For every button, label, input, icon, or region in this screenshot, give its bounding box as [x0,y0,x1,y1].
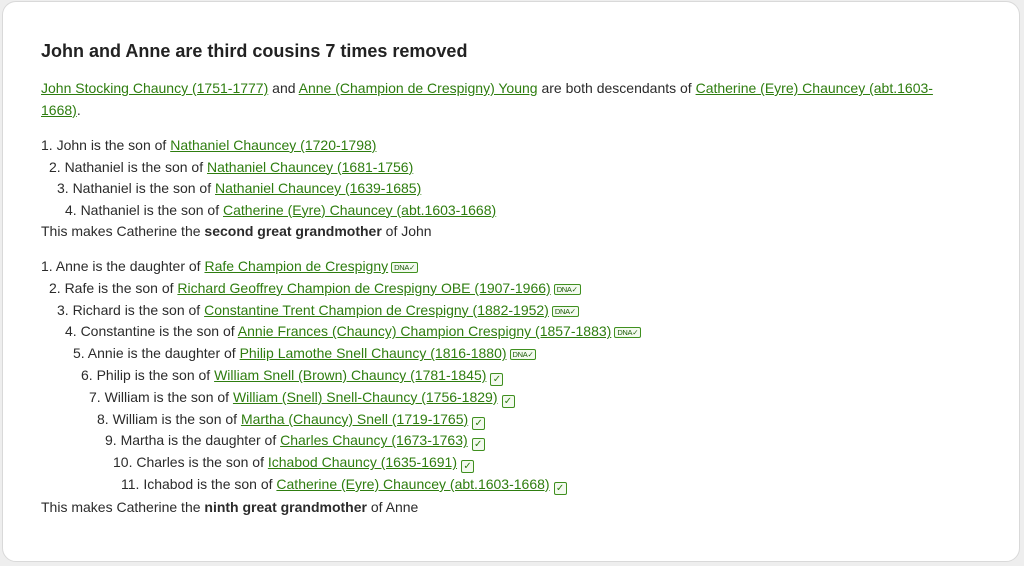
john-summary: This makes Catherine the second great gr… [41,223,432,239]
step-text: 10. Charles is the son of [113,454,268,471]
confirmed-check-icon[interactable]: ✓ [472,416,486,430]
person1-link[interactable]: John Stocking Chauncy (1751-1777) [41,80,269,96]
ancestor-link[interactable]: Nathaniel Chauncey (1639-1685) [215,180,422,196]
summary-relation: second great grandmother [204,223,382,239]
confirmed-check-icon[interactable]: ✓ [490,373,504,386]
person2-link[interactable]: Anne (Champion de Crespigny) Young [298,80,538,96]
path-step: 2. Nathaniel is the son of Nathaniel Cha… [49,158,413,176]
intro-paragraph: John Stocking Chauncy (1751-1777) and An… [41,78,961,121]
path-step: 4. Nathaniel is the son of Catherine (Ey… [65,201,496,219]
path-step: 8. William is the son of Martha (Chauncy… [97,410,486,430]
summary-text: of Anne [366,499,419,515]
path-step: 11. Ichabod is the son of Catherine (Eyr… [121,475,567,495]
ancestor-link[interactable]: Ichabod Chauncy (1635-1691) [267,454,458,471]
step-text: 11. Ichabod is the son of [121,476,277,492]
intro-text: and [268,80,299,96]
step-text: 3. Richard is the son of [57,301,205,318]
dna-confirmed-badge[interactable]: DNA✓ [614,327,642,339]
step-text: 4. Nathaniel is the son of [65,201,223,218]
ancestor-link[interactable]: Constantine Trent Champion de Crespigny … [204,301,549,318]
ancestor-link[interactable]: Catherine (Eyre) Chauncey (abt.1603-1668… [41,80,933,118]
summary-text: This makes Catherine the [41,223,205,239]
step-text: 8. William is the son of [97,410,241,427]
intro-text: are both descendants of [537,80,696,96]
step-text: 1. John is the son of [41,137,171,153]
ancestor-link[interactable]: Catherine (Eyre) Chauncey (abt.1603-1668… [276,476,550,492]
step-text: 9. Martha is the daughter of [105,432,281,449]
intro-text: . [76,101,81,118]
confirmed-check-icon[interactable]: ✓ [501,394,515,408]
step-text: 3. Nathaniel is the son of [57,180,215,196]
ancestor-link[interactable]: William (Snell) Snell-Chauncy (1756-1829… [232,388,498,405]
dna-confirmed-badge[interactable]: DNA✓ [551,305,579,317]
ancestor-link[interactable]: Nathaniel Chauncey (1720-1798) [170,137,377,153]
dna-confirmed-badge[interactable]: DNA✓ [509,349,537,361]
step-text: 5. Annie is the daughter of [73,345,240,362]
step-text: 7. William is the son of [89,388,233,405]
path-step: 1. John is the son of Nathaniel Chauncey… [41,136,376,154]
summary-text: of John [381,223,432,239]
summary-text: This makes Catherine the [41,499,205,515]
page-title: John and Anne are third cousins 7 times … [41,41,468,61]
confirmed-check-icon[interactable]: ✓ [471,438,485,452]
ancestor-link[interactable]: Richard Geoffrey Champion de Crespigny O… [177,279,551,296]
ancestor-link[interactable]: Charles Chauncy (1673-1763) [280,432,468,449]
summary-relation: ninth great grandmother [204,499,367,515]
ancestor-link[interactable]: Rafe Champion de Crespigny [204,258,389,274]
anne-summary: This makes Catherine the ninth great gra… [41,499,418,515]
path-step: 9. Martha is the daughter of Charles Cha… [105,431,485,452]
step-text: 2. Nathaniel is the son of [49,158,207,175]
step-text: 6. Philip is the son of [81,367,215,383]
path-step: 3. Richard is the son of Constantine Tre… [57,301,579,319]
path-step: 4. Constantine is the son of Annie Franc… [65,322,642,340]
path-step: 5. Annie is the daughter of Philip Lamot… [73,344,537,362]
step-text: 1. Anne is the daughter of [41,258,205,274]
dna-confirmed-badge[interactable]: DNA✓ [391,262,419,273]
path-step: 7. William is the son of William (Snell)… [89,388,515,408]
confirmed-check-icon[interactable]: ✓ [553,482,567,495]
path-step: 6. Philip is the son of William Snell (B… [81,366,504,386]
ancestor-link[interactable]: William Snell (Brown) Chauncy (1781-1845… [214,367,487,383]
ancestor-link[interactable]: Catherine (Eyre) Chauncey (abt.1603-1668… [223,201,497,218]
path-step: 3. Nathaniel is the son of Nathaniel Cha… [57,179,421,197]
ancestor-link[interactable]: Nathaniel Chauncey (1681-1756) [207,158,414,175]
ancestor-link[interactable]: Martha (Chauncy) Snell (1719-1765) [240,410,469,427]
confirmed-check-icon[interactable]: ✓ [461,460,475,474]
dna-confirmed-badge[interactable]: DNA✓ [553,283,581,295]
path-step: 10. Charles is the son of Ichabod Chaunc… [113,453,475,474]
path-step: 2. Rafe is the son of Richard Geoffrey C… [49,279,581,297]
ancestor-link[interactable]: Annie Frances (Chauncy) Champion Crespig… [237,323,612,340]
step-text: 2. Rafe is the son of [49,279,178,296]
ancestor-link[interactable]: Philip Lamothe Snell Chauncy (1816-1880) [239,345,507,362]
path-step: 1. Anne is the daughter of Rafe Champion… [41,257,419,275]
step-text: 4. Constantine is the son of [65,323,238,340]
